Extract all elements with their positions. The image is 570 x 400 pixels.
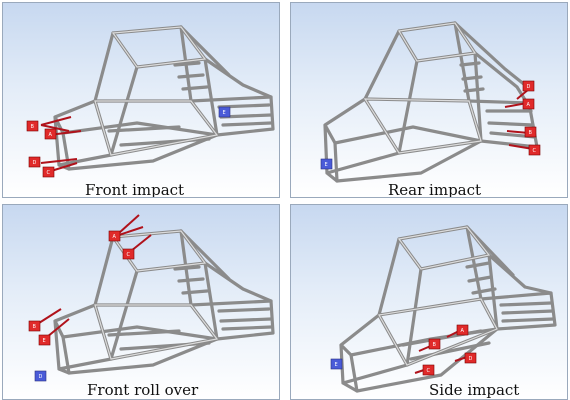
support-label: E: [223, 110, 226, 116]
support-label: D: [39, 374, 43, 380]
front-impact-frame-diagram: E B A D C: [26, 25, 275, 178]
panel-caption: Front impact: [85, 181, 185, 198]
load-label: C: [533, 148, 537, 154]
chassis-frame: [323, 21, 539, 183]
side-impact-support: E: [330, 358, 343, 370]
load-marker-e: [38, 334, 51, 346]
load-label: D: [469, 356, 473, 362]
panel-caption: Front roll over: [87, 381, 199, 399]
front-roll-over-support: D: [34, 370, 47, 382]
load-label: A: [527, 102, 531, 108]
force-arrow: [118, 214, 140, 234]
load-marker-c: [422, 364, 435, 376]
load-marker-c: [122, 248, 135, 260]
rear-impact-support: E: [320, 158, 333, 170]
load-label: E: [43, 338, 46, 344]
load-marker-d: [464, 352, 477, 364]
support-marker: [320, 158, 333, 170]
load-label: C: [127, 252, 131, 258]
force-arrow: [40, 116, 72, 126]
load-label: D: [33, 160, 37, 166]
side-impact-loads: A B C D: [414, 324, 477, 376]
load-marker-a: [44, 128, 57, 140]
force-arrow: [46, 318, 70, 338]
chassis-frame: [339, 225, 557, 393]
force-arrow: [118, 226, 144, 236]
support-marker: [218, 106, 231, 118]
load-label: C: [427, 368, 431, 374]
load-label: D: [527, 84, 531, 90]
support-label: E: [335, 362, 338, 368]
load-marker-b: [28, 320, 41, 332]
load-marker-d: [28, 156, 41, 168]
load-marker-b: [26, 120, 39, 132]
force-arrow: [130, 234, 152, 252]
force-arrow: [40, 158, 78, 164]
front-roll-over-frame-diagram: D A C B E: [28, 214, 275, 382]
side-impact-frame-diagram: E A B C D: [330, 225, 557, 393]
load-label: B: [529, 130, 533, 136]
chassis-frame: [53, 229, 275, 375]
load-label: A: [113, 234, 117, 240]
panel-caption: Rear impact: [388, 181, 482, 198]
front-impact-panel: E B A D C Front impact: [2, 2, 280, 198]
load-marker-b: [428, 338, 441, 350]
load-label: A: [461, 328, 465, 334]
rear-impact-loads: D A B C: [504, 80, 541, 156]
load-marker-c: [42, 166, 55, 178]
load-marker-a: [522, 98, 535, 110]
load-marker-b: [524, 126, 537, 138]
chassis-frame: [53, 25, 275, 171]
support-label: E: [325, 162, 328, 168]
force-arrow: [40, 124, 70, 132]
front-roll-over-loads: A C B E: [28, 214, 152, 346]
load-label: B: [33, 324, 37, 330]
front-impact-support: E: [218, 106, 231, 118]
load-marker-a: [456, 324, 469, 336]
side-impact-panel: E A B C D Side impact: [290, 204, 568, 400]
force-arrow: [38, 308, 62, 324]
front-roll-over-panel: D A C B E Front roll over: [2, 204, 280, 400]
load-marker-c: [528, 144, 541, 156]
load-label: B: [31, 124, 35, 130]
support-marker: [34, 370, 47, 382]
load-label: C: [47, 170, 51, 176]
load-marker-d: [522, 80, 535, 92]
load-label: B: [433, 342, 437, 348]
load-marker-a: [108, 230, 121, 242]
panel-caption: Side impact: [429, 381, 520, 399]
load-label: A: [49, 132, 53, 138]
front-impact-loads: B A D C: [26, 116, 82, 178]
support-marker: [330, 358, 343, 370]
rear-impact-frame-diagram: E D A B C: [320, 21, 541, 183]
force-arrow: [50, 162, 78, 172]
rear-impact-panel: E D A B C Rear impact: [290, 2, 568, 198]
